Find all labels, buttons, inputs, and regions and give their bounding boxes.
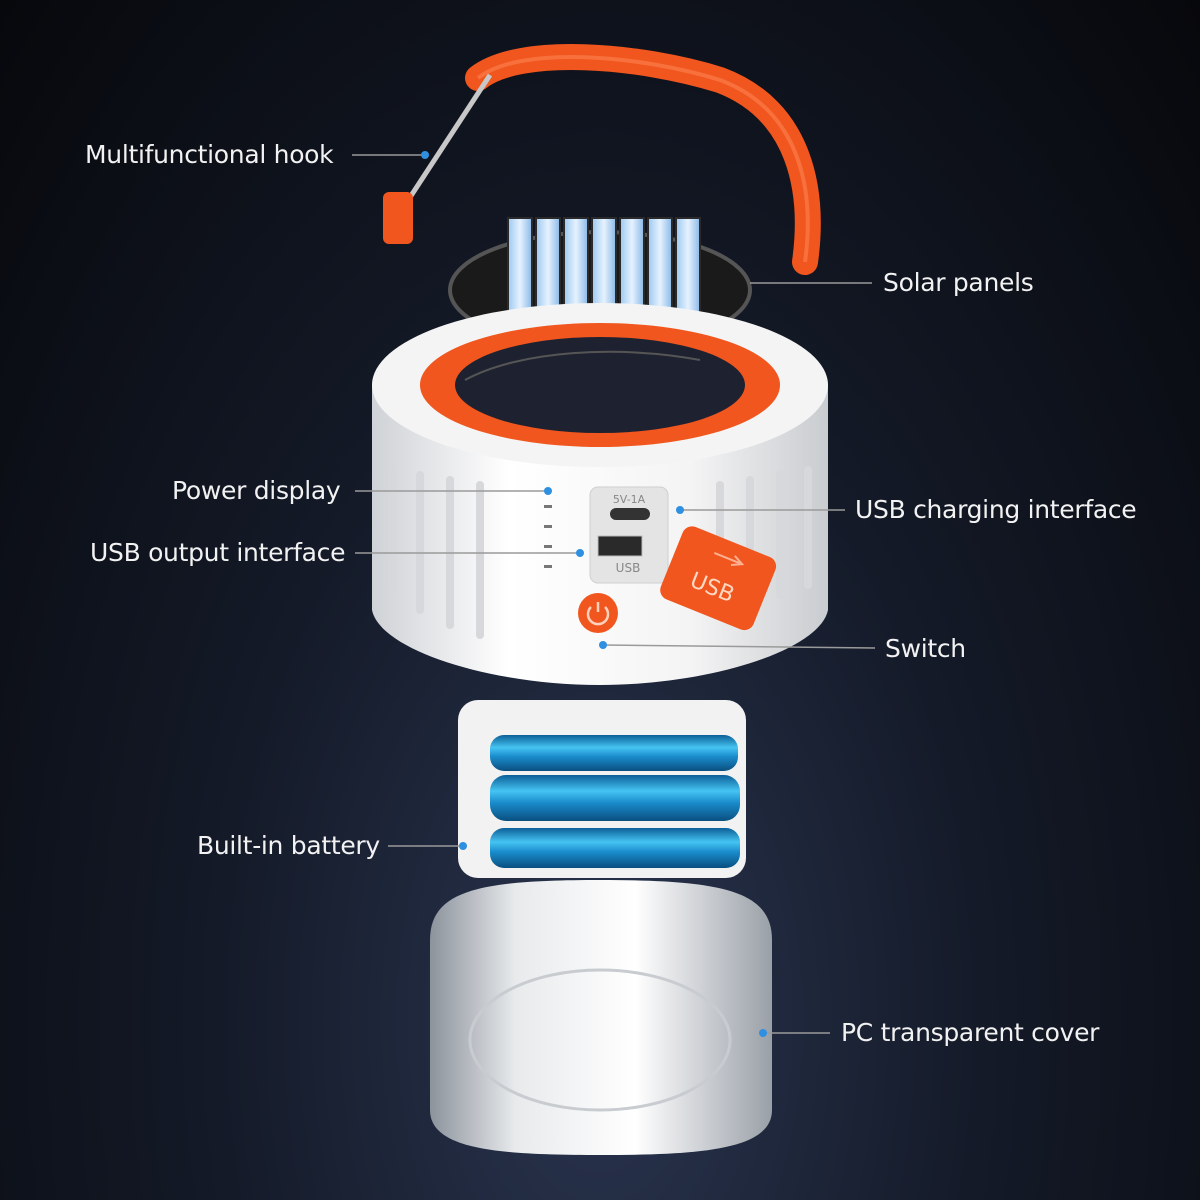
battery-pack — [458, 700, 746, 878]
usb-port-label: USB — [616, 561, 641, 575]
leader-dots — [421, 151, 767, 1037]
hook-clip — [383, 192, 413, 244]
label-multifunctional-hook: Multifunctional hook — [85, 140, 334, 169]
leader-lines — [352, 154, 876, 1034]
label-usb-charging-interface: USB charging interface — [855, 495, 1137, 524]
transparent-cover — [430, 880, 772, 1155]
typec-port — [610, 508, 650, 520]
hook — [383, 44, 821, 275]
power-display-leds — [544, 505, 552, 568]
label-power-display: Power display — [172, 476, 341, 505]
label-usb-output-interface: USB output interface — [90, 538, 346, 567]
label-pc-transparent-cover: PC transparent cover — [841, 1018, 1100, 1047]
switch-button[interactable] — [578, 593, 618, 633]
label-solar-panels: Solar panels — [883, 268, 1034, 297]
lamp-body: 5V-1A USB USB — [372, 303, 828, 685]
label-built-in-battery: Built-in battery — [197, 831, 380, 860]
typec-port-label: 5V-1A — [613, 493, 646, 506]
usb-symbol-icon — [713, 552, 745, 567]
label-switch: Switch — [885, 634, 966, 663]
usb-port — [597, 535, 643, 557]
power-icon — [586, 602, 610, 626]
usb-cap: USB — [660, 526, 777, 631]
